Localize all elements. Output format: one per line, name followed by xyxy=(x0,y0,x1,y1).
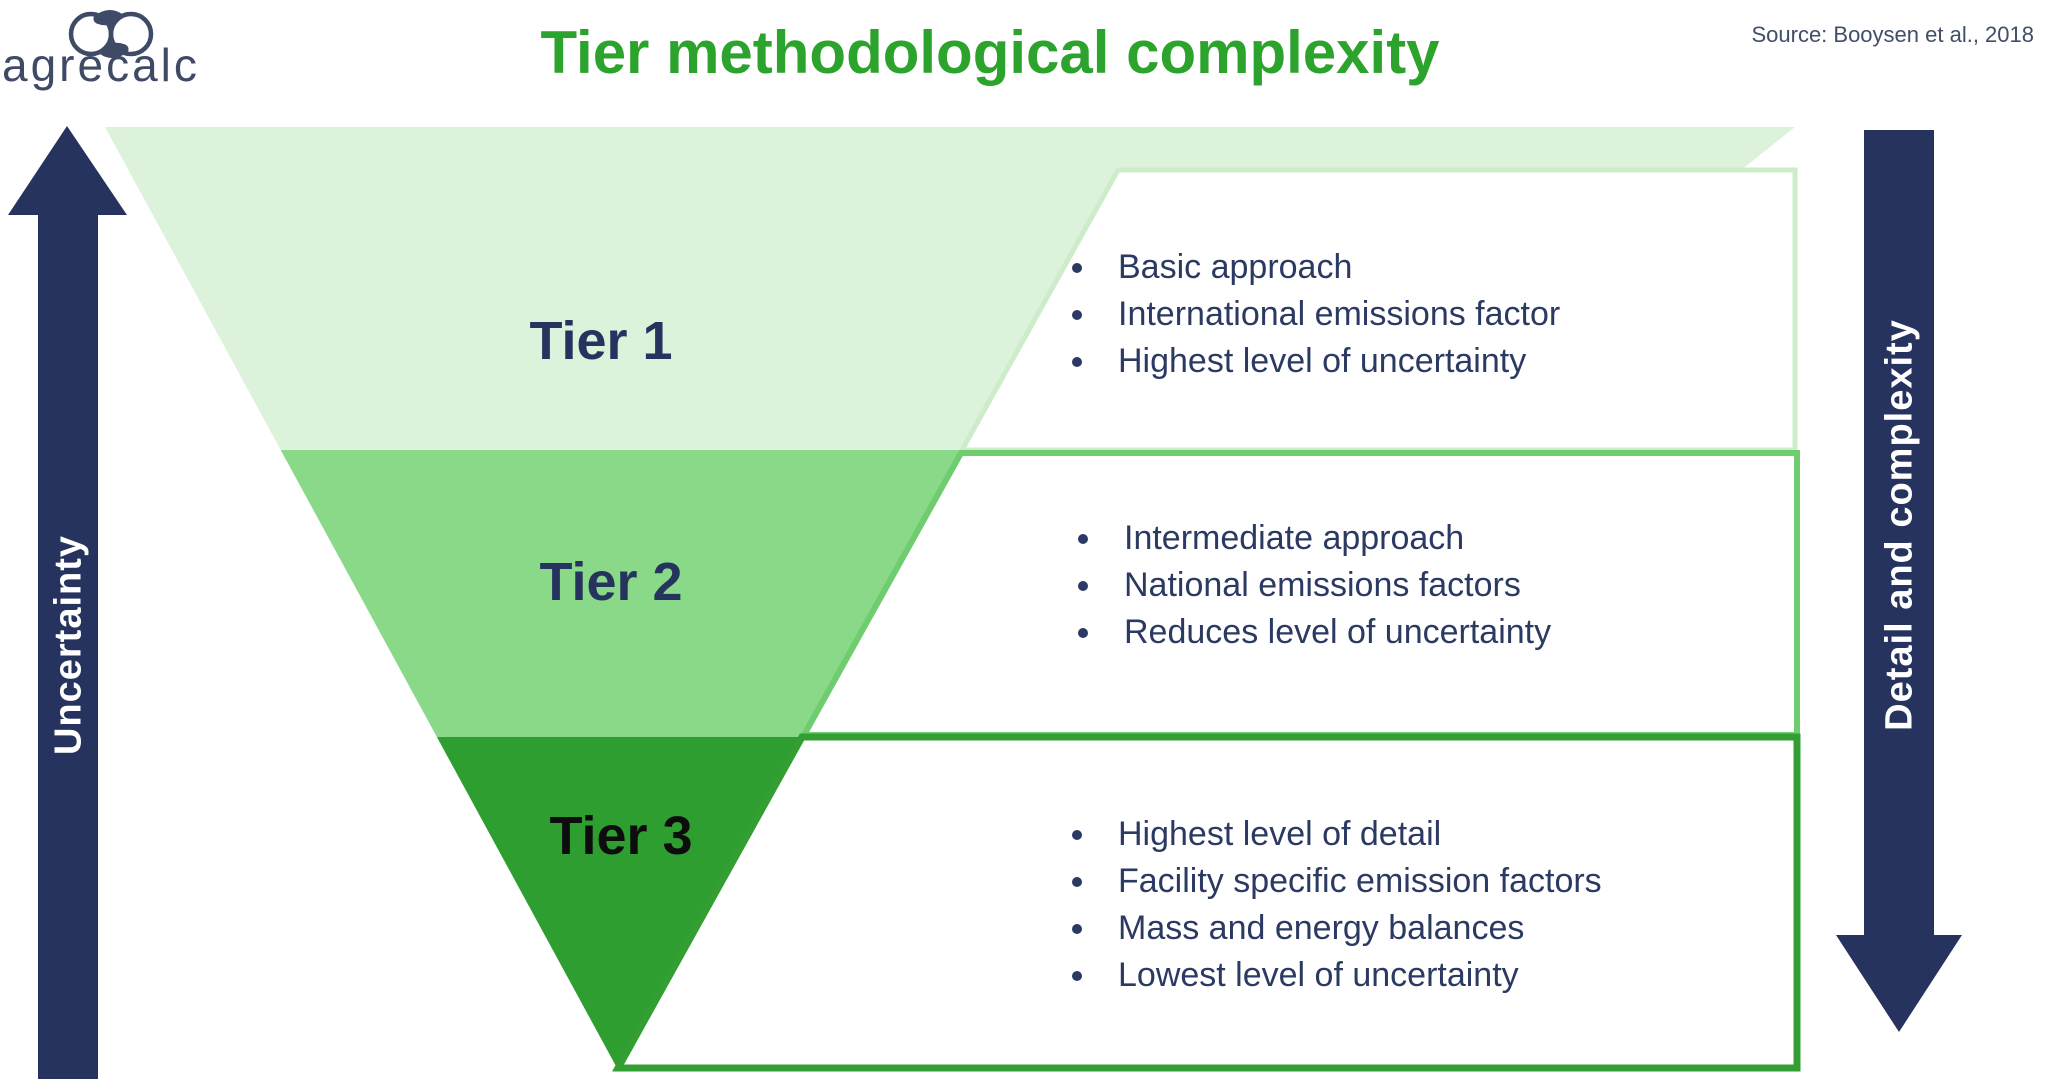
bullet-dot xyxy=(1072,356,1082,367)
bullet-dot xyxy=(1078,627,1088,638)
tier1-bullet-1: Basic approach xyxy=(1072,248,1352,287)
bullet-text: Highest level of uncertainty xyxy=(1118,342,1527,380)
tier2-bullet-3: Reduces level of uncertainty xyxy=(1078,613,1551,652)
bullet-dot xyxy=(1078,580,1088,591)
bullet-text: Facility specific emission factors xyxy=(1118,862,1602,900)
bullet-text: Intermediate approach xyxy=(1124,519,1465,557)
bullet-dot xyxy=(1072,262,1082,273)
bullet-text: Reduces level of uncertainty xyxy=(1124,613,1552,651)
tier2-label: Tier 2 xyxy=(539,552,683,612)
bullet-dot xyxy=(1072,829,1082,840)
uncertainty-arrow-label: Uncertainty xyxy=(47,534,90,756)
uncertainty-arrow xyxy=(8,126,127,1079)
bullet-text: Mass and energy balances xyxy=(1118,909,1525,947)
bullet-text: Highest level of detail xyxy=(1118,815,1442,853)
bullet-text: Lowest level of uncertainty xyxy=(1118,956,1519,994)
tier3-bullet-3: Mass and energy balances xyxy=(1072,909,1524,948)
detail-complexity-arrow-label: Detail and complexity xyxy=(1878,319,1921,731)
source-note: Source: Booysen et al., 2018 xyxy=(1751,22,2034,47)
bullet-dot xyxy=(1072,923,1082,934)
tier2-bullet-2: National emissions factors xyxy=(1078,566,1521,605)
bullet-dot xyxy=(1072,876,1082,887)
tier2-bullet-1: Intermediate approach xyxy=(1078,519,1464,558)
tier1-bullet-2: International emissions factor xyxy=(1072,295,1560,334)
bullet-dot xyxy=(1072,970,1082,981)
tier1-label: Tier 1 xyxy=(529,311,673,371)
page-title: Tier methodological complexity xyxy=(540,19,1440,86)
tier1-bullet-3: Highest level of uncertainty xyxy=(1072,342,1526,381)
bullet-text: International emissions factor xyxy=(1118,295,1561,333)
agrecalc-logo-icon xyxy=(68,9,154,59)
tier3-label: Tier 3 xyxy=(549,806,693,866)
bullet-text: Basic approach xyxy=(1118,248,1353,286)
bullet-dot xyxy=(1078,533,1088,544)
tier3-bullet-4: Lowest level of uncertainty xyxy=(1072,956,1519,995)
tier3-bullet-1: Highest level of detail xyxy=(1072,815,1441,854)
bullet-text: National emissions factors xyxy=(1124,566,1521,604)
logo-text: agrecalc xyxy=(2,39,200,91)
tier3-bullet-2: Facility specific emission factors xyxy=(1072,862,1602,901)
bullet-dot xyxy=(1072,309,1082,320)
detail-complexity-arrow xyxy=(1836,130,1962,1032)
tier3-callout-box xyxy=(612,733,1801,1072)
